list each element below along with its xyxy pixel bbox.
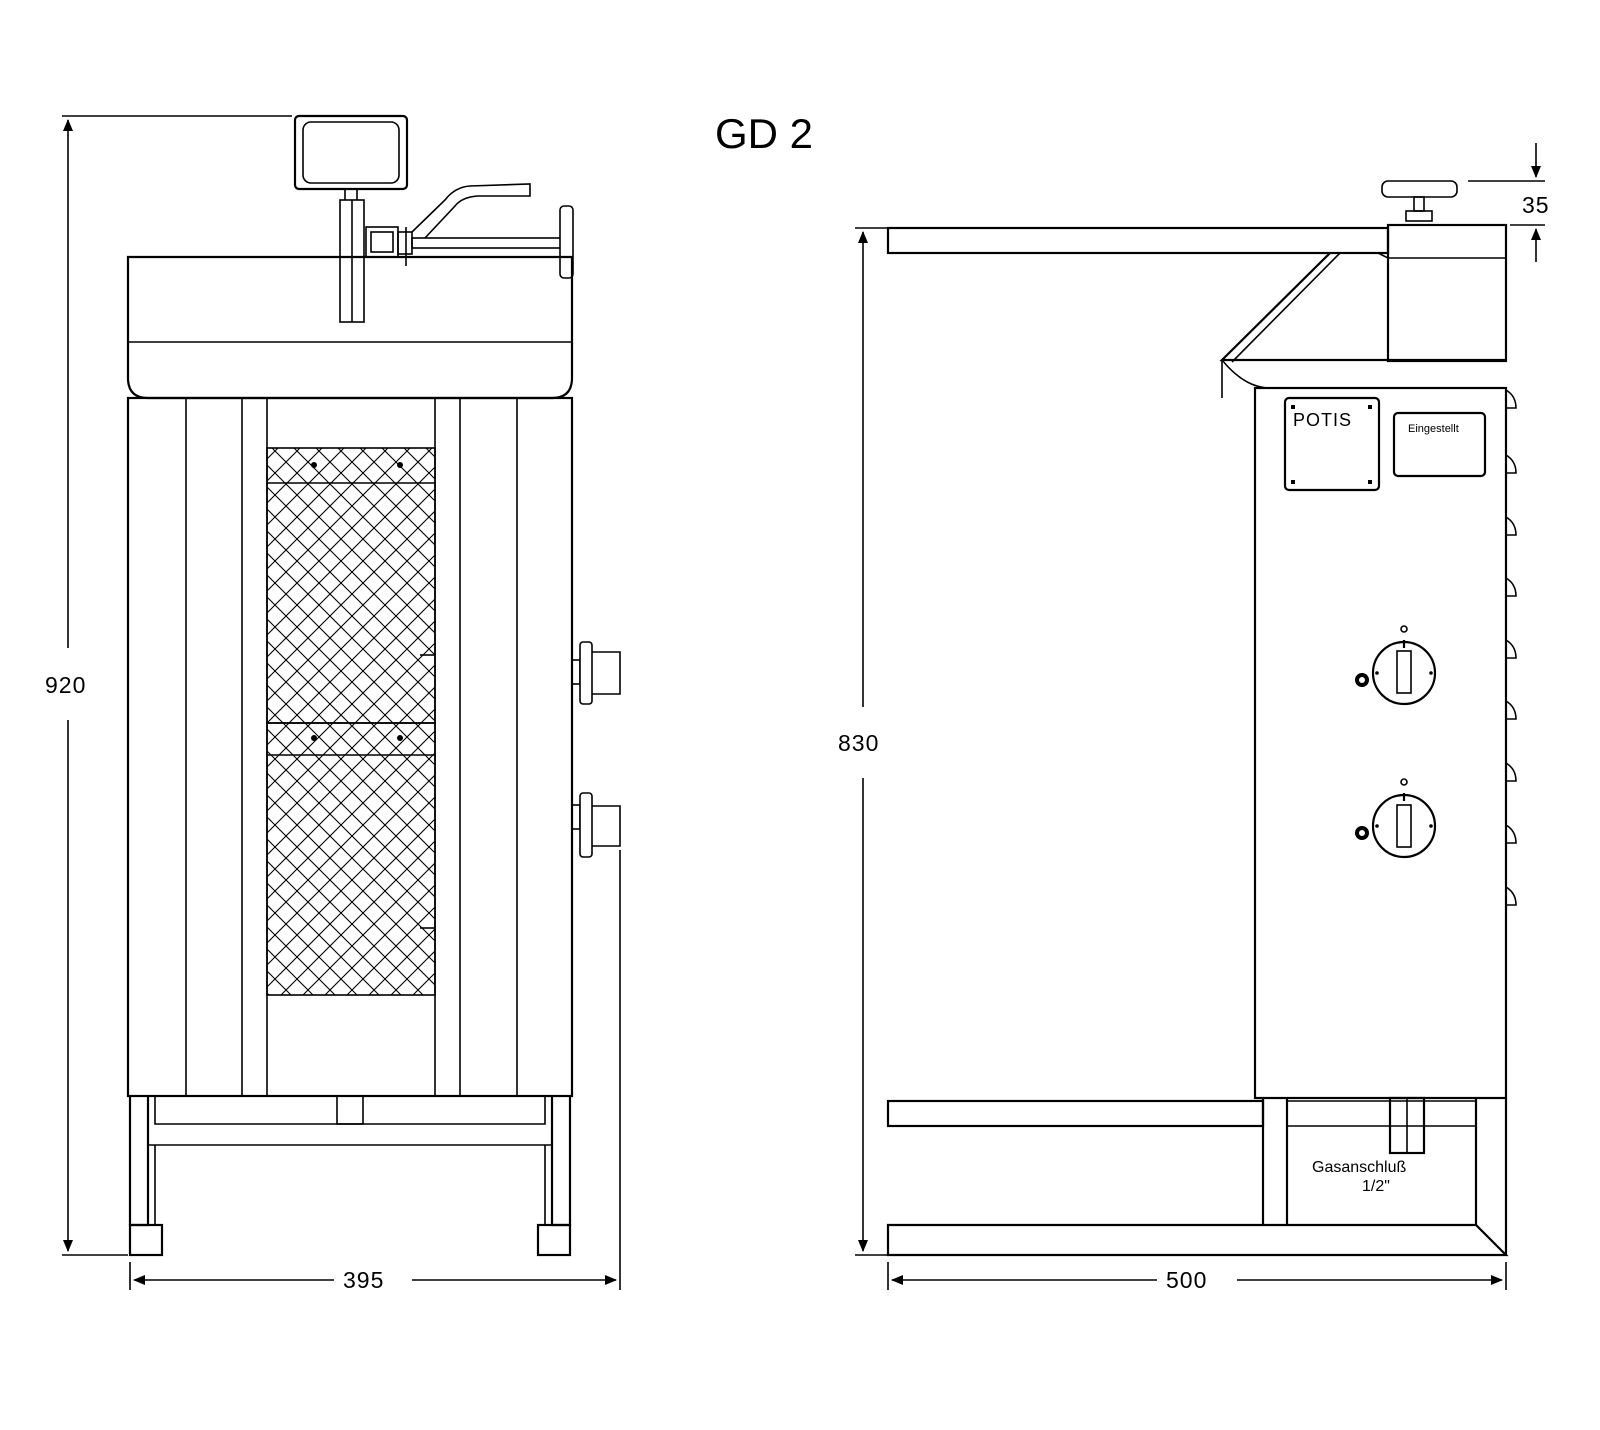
- side-view: POTIS Eingestellt: [838, 143, 1550, 1293]
- lever-handle: [411, 183, 531, 239]
- top-knob: [1381, 180, 1458, 198]
- controller-box: [293, 114, 409, 191]
- dim-width-395: 395: [343, 1267, 384, 1293]
- side-leg-front: [1261, 1098, 1289, 1225]
- rod-knob: [559, 205, 574, 279]
- foot-right: [536, 1223, 572, 1257]
- controller-screen: [302, 121, 400, 184]
- dim-offset-35: 35: [1522, 192, 1550, 218]
- top-arm: [886, 226, 1390, 255]
- side-canopy: [1219, 252, 1506, 362]
- gas-knob-upper: [1355, 625, 1437, 706]
- vent-ticks: [1505, 389, 1517, 906]
- status-plate: Eingestellt: [1392, 411, 1487, 478]
- dim-width-500: 500: [1166, 1267, 1207, 1293]
- burner-mesh-upper: [266, 447, 436, 724]
- gas-connection-label: Gasanschluß: [1312, 1159, 1406, 1176]
- burner-mesh-lower: [266, 722, 436, 996]
- gas-knob-lower: [1355, 778, 1437, 859]
- status-plate-text: Eingestellt: [1408, 423, 1459, 435]
- dim-height-920: 920: [45, 672, 86, 698]
- gas-connection-size: 1/2": [1362, 1178, 1390, 1195]
- front-knob-lower: [571, 792, 621, 858]
- brand-plate-text: POTIS: [1293, 410, 1352, 430]
- horizontal-rod: [411, 237, 563, 249]
- front-view: 920 395: [45, 114, 621, 1293]
- side-leg-rear: [1474, 1098, 1508, 1255]
- controller-stem: [344, 188, 358, 202]
- foot-left: [128, 1223, 164, 1257]
- motor-column: [1386, 223, 1508, 363]
- front-knob-upper: [571, 641, 621, 705]
- dim-height-830: 830: [838, 730, 879, 756]
- side-base-plate: [886, 1223, 1509, 1257]
- leg-left: [128, 1096, 150, 1227]
- side-body: [1253, 386, 1508, 1100]
- drawing-title: GD 2: [715, 110, 813, 157]
- leg-right: [550, 1096, 572, 1227]
- brand-plate: POTIS: [1283, 396, 1381, 492]
- lower-rail: [886, 1099, 1265, 1128]
